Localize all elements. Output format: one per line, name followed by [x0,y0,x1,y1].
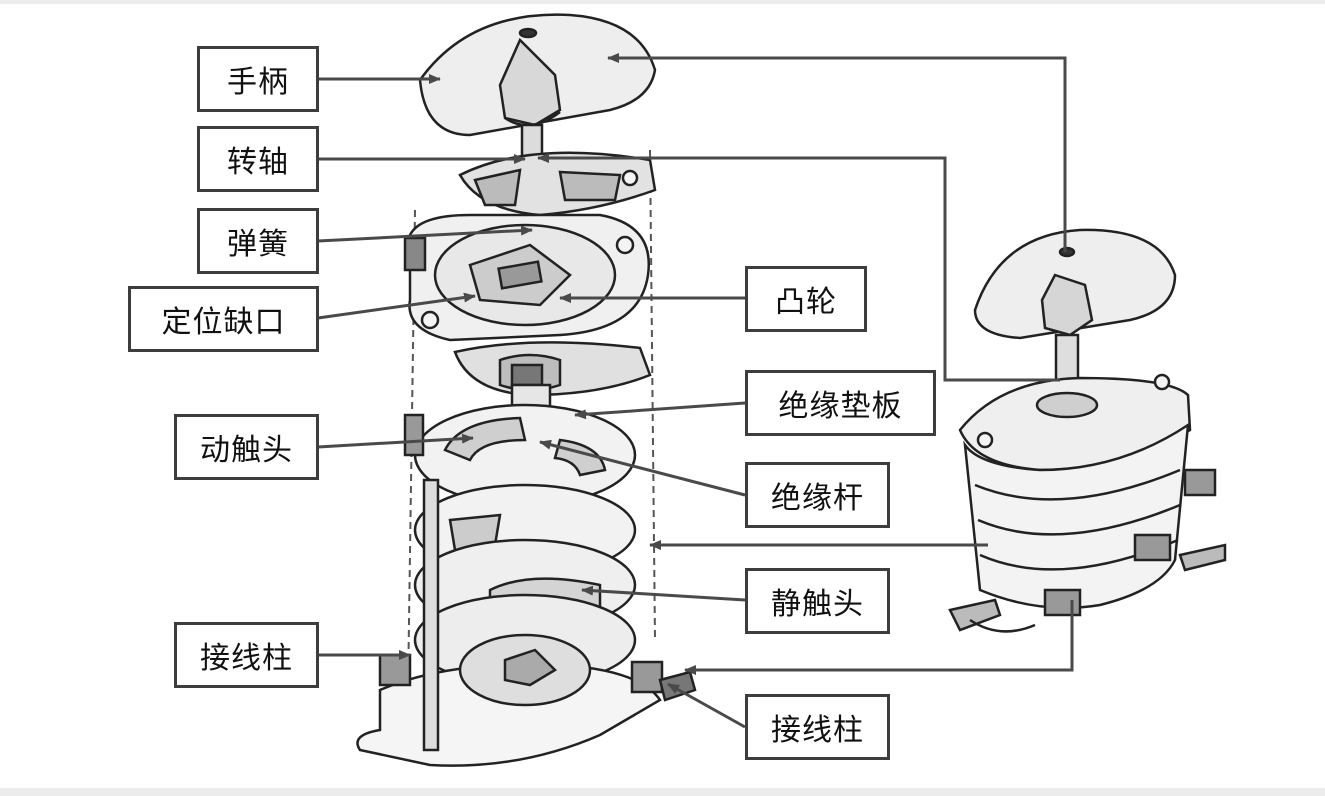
base-plate [356,478,697,767]
label-positioning-notch: 定位缺口 [128,286,319,352]
assembled-handle [973,228,1177,340]
label-insulating-rod: 绝缘杆 [745,462,890,528]
bottom-border [0,788,1325,796]
label-spring: 弹簧 [197,208,319,274]
top-cap [458,151,657,217]
label-handle: 手柄 [197,46,319,112]
moving-contact-disk [403,403,637,507]
label-insulating-pad: 绝缘垫板 [745,370,936,436]
handle-part [418,13,657,137]
assembled-switch [948,228,1227,633]
label-moving-contact: 动触头 [174,414,319,480]
label-terminal-right: 接线柱 [745,694,890,760]
label-static-contact: 静触头 [745,568,890,634]
exploded-switch [356,13,697,767]
label-terminal-left: 接线柱 [174,622,319,688]
leader-lines [317,53,1074,729]
label-cam: 凸轮 [745,266,867,332]
insulating-pad [453,341,652,397]
top-border [0,0,1325,4]
label-shaft: 转轴 [197,126,319,192]
